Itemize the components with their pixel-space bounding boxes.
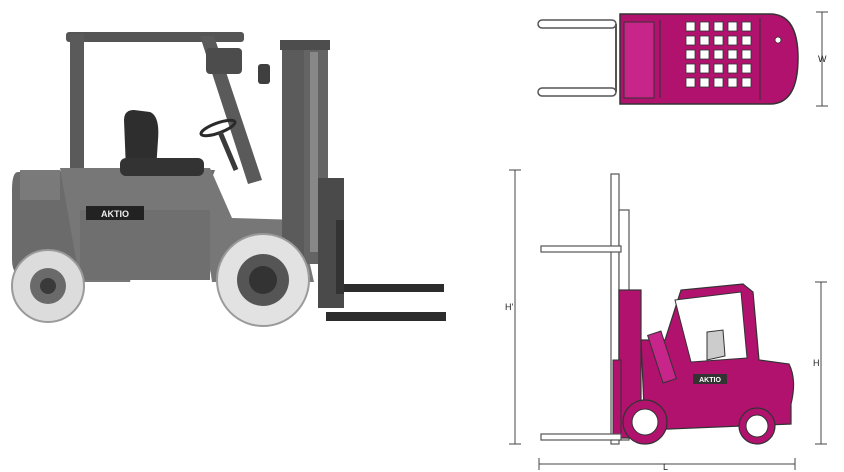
side-view-front-wheel bbox=[622, 399, 668, 445]
front-wheel bbox=[216, 233, 310, 327]
operator-seat bbox=[120, 110, 204, 176]
length-dimension: L bbox=[538, 458, 796, 472]
height-dimension: H bbox=[813, 281, 827, 445]
side-view-seat bbox=[706, 329, 726, 361]
side-view-brand-logo: AKTIO bbox=[693, 374, 727, 384]
side-view-forks bbox=[540, 359, 622, 441]
height-label: H bbox=[813, 358, 820, 368]
lift-height-dimension: H' bbox=[505, 169, 521, 445]
top-view-body bbox=[619, 13, 799, 105]
lift-height-label: H' bbox=[505, 302, 513, 312]
top-view-diagram: W bbox=[537, 11, 828, 107]
steering-wheel bbox=[199, 118, 237, 138]
side-view-rear-wheel bbox=[738, 407, 776, 445]
forks bbox=[326, 220, 446, 321]
forklift-photo: AKTIO bbox=[11, 32, 446, 327]
overhead-guard bbox=[66, 32, 270, 192]
mast bbox=[280, 40, 330, 264]
rear-wheel bbox=[11, 249, 85, 323]
svg-text:AKTIO: AKTIO bbox=[699, 377, 721, 384]
width-label: W bbox=[818, 54, 827, 64]
length-label: L bbox=[663, 462, 668, 472]
brand-logo: AKTIO bbox=[86, 206, 144, 220]
width-dimension: W bbox=[816, 11, 828, 107]
top-view-forks bbox=[537, 19, 617, 97]
svg-text:AKTIO: AKTIO bbox=[101, 209, 129, 219]
side-view-diagram: AKTIO H' H L bbox=[505, 169, 827, 472]
